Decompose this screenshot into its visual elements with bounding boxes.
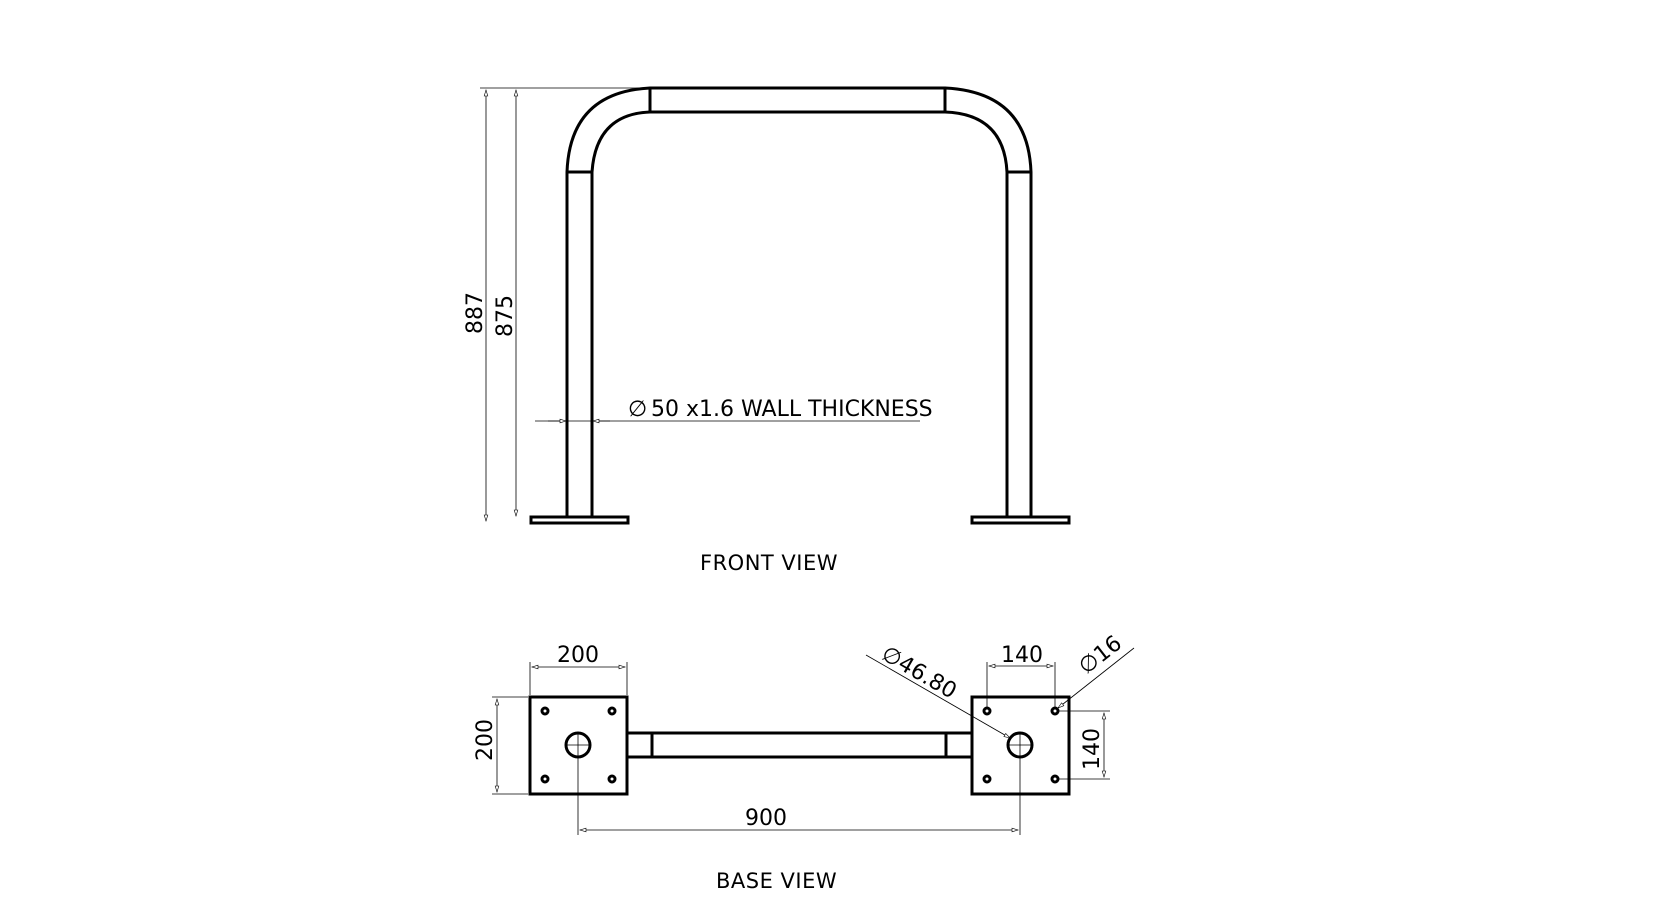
leader-bolt-hole [1057, 647, 1135, 709]
diameter-symbol-icon: ∅ [628, 397, 647, 422]
leader-tube-diameter [865, 654, 1011, 739]
base-view: 200 200 900 140 140 ∅46.80 ∅16 BASE VIEW [473, 631, 1135, 893]
dimension-center-distance: 900 [745, 806, 787, 831]
hoop-outer-edge [565, 86, 1033, 518]
base-view-title: BASE VIEW [716, 869, 837, 893]
bolt-hole [1050, 774, 1060, 784]
front-view-title: FRONT VIEW [700, 551, 838, 575]
dimension-bolt-hole-diameter: ∅16 [1074, 631, 1127, 680]
top-bar-plan [625, 731, 974, 759]
dimension-hole-spacing-x: 140 [1001, 643, 1043, 668]
bolt-hole [607, 774, 617, 784]
bolt-hole [540, 706, 550, 716]
bolt-hole [607, 706, 617, 716]
front-view: 887 875 ∅ 50 x1.6 WALL THICKNESS FRONT V… [463, 86, 1071, 575]
base-plate-left-top [528, 695, 629, 796]
dimension-887: 887 [463, 292, 488, 334]
bolt-hole [1050, 706, 1060, 716]
base-plate-left [529, 515, 630, 525]
dimension-plate-width: 200 [557, 643, 599, 668]
dimension-tube-diameter: ∅46.80 [877, 642, 961, 705]
bolt-hole [982, 706, 992, 716]
bolt-hole [540, 774, 550, 784]
hoop-inner-edge [590, 110, 1009, 518]
tube-spec-label: 50 x1.6 WALL THICKNESS [651, 397, 933, 422]
dimension-plate-height: 200 [473, 719, 498, 761]
dimension-875: 875 [493, 295, 518, 337]
base-plate-right [970, 515, 1071, 525]
dimension-hole-spacing-y: 140 [1080, 728, 1105, 770]
bolt-hole [982, 774, 992, 784]
base-plate-right-top [970, 695, 1071, 796]
